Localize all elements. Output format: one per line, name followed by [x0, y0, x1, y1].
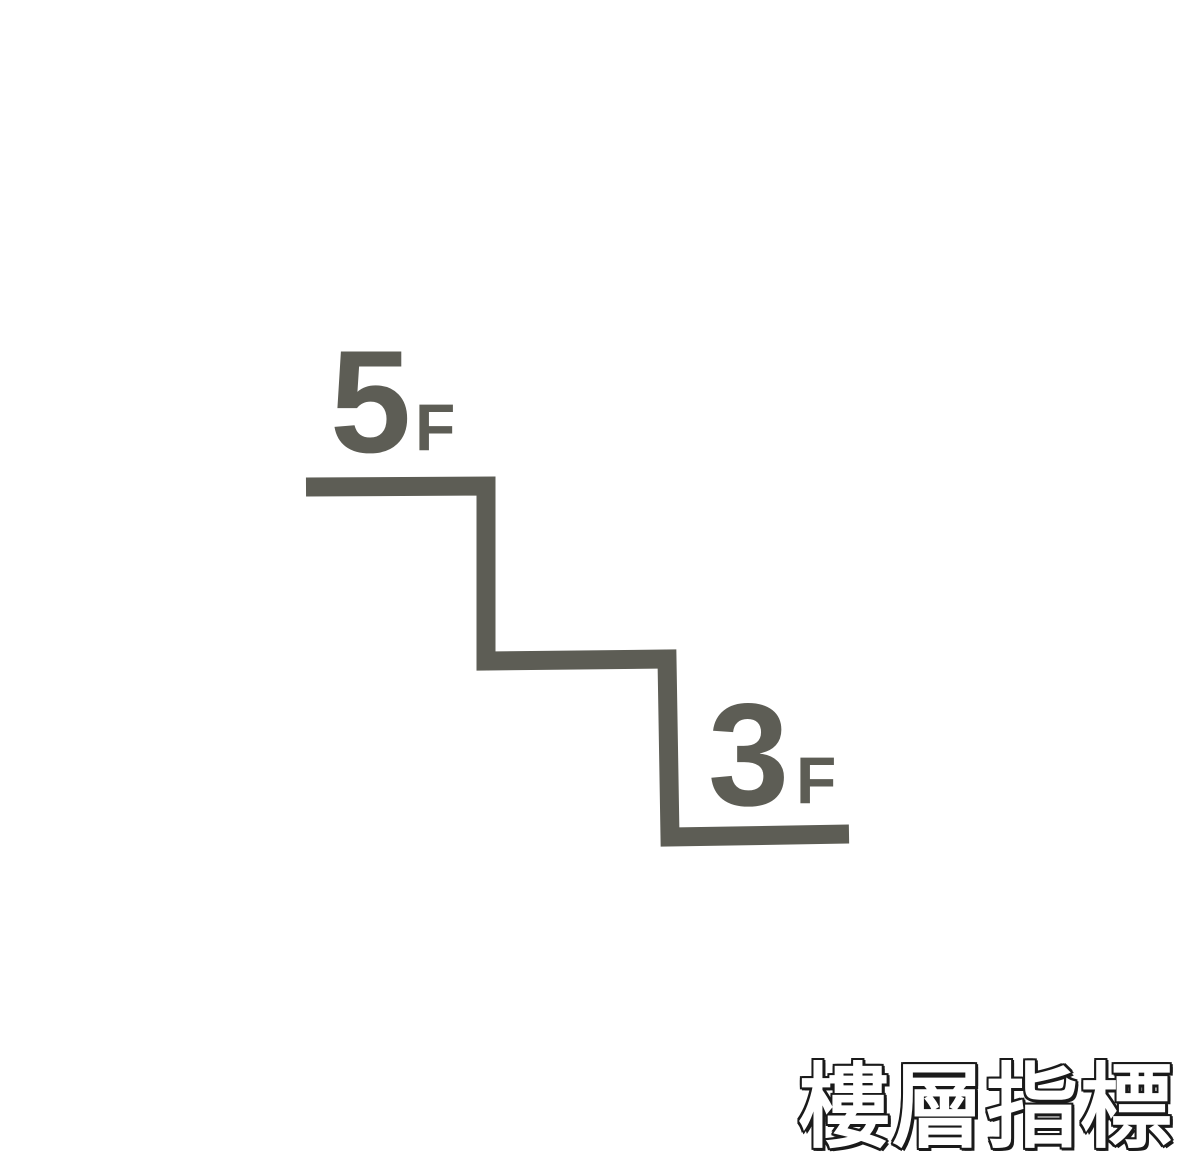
upper-floor-number: 5: [330, 320, 411, 483]
caption-text: 樓層指標: [796, 1054, 1174, 1161]
lower-floor-label: 3 F: [708, 673, 836, 836]
staircase-icon: [305, 476, 850, 847]
upper-floor-label: 5 F: [330, 320, 455, 483]
lower-floor-number: 3: [708, 673, 789, 836]
lower-floor-unit: F: [796, 743, 836, 817]
staircase-line: [305, 476, 850, 847]
upper-floor-unit: F: [415, 390, 455, 464]
